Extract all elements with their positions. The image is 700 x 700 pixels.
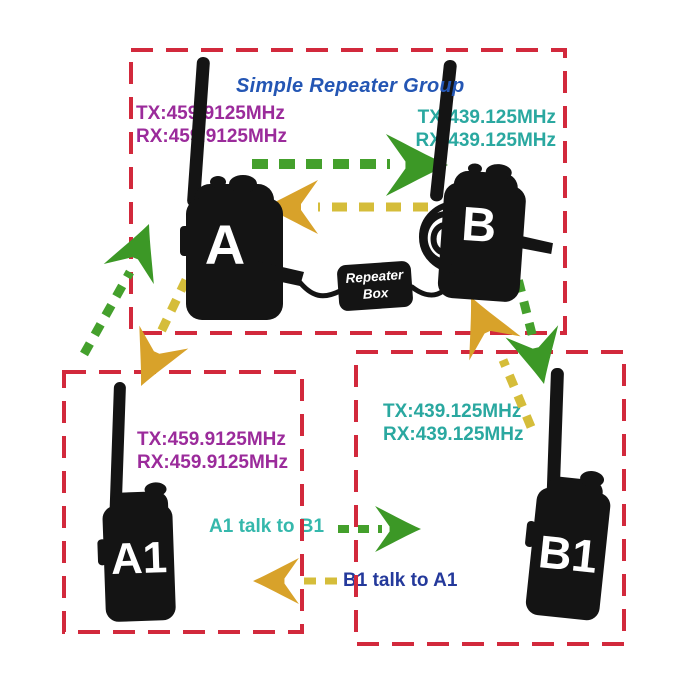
radio-a1-knob-icon	[144, 482, 167, 497]
radio-b-frequencies: TX:439.125MHz RX:439.125MHz	[398, 106, 556, 152]
radio-a1-tx-label: TX:459.9125MHz	[137, 429, 286, 450]
radio-b1-knob-icon	[580, 471, 605, 488]
arrow-b-to-a-yellow	[264, 180, 428, 234]
radio-b-letter: B	[459, 197, 499, 254]
radio-b-silhouette	[409, 59, 553, 302]
radio-b-tx-label: TX:439.125MHz	[417, 107, 556, 128]
radio-b-antenna-icon	[430, 59, 457, 202]
radio-a1-rx-label: RX:459.9125MHz	[137, 452, 289, 473]
radio-a-silhouette	[180, 56, 343, 320]
arrow-a-to-b-green	[252, 133, 448, 197]
radio-b1-antenna-icon	[546, 367, 564, 496]
radio-a-rx-label: RX:459.9125MHz	[136, 126, 288, 147]
radio-a1-letter: A1	[110, 533, 168, 584]
radio-a-antenna-icon	[187, 56, 210, 207]
a1-group-box	[62, 370, 304, 634]
diagram-title: Simple Repeater Group	[236, 75, 465, 97]
arrow-a-to-a1-yellow	[116, 278, 191, 398]
radio-b1-silhouette	[525, 367, 611, 621]
radio-b1-letter: B1	[536, 525, 600, 583]
repeater-box-label: Repeater Box	[337, 265, 413, 304]
radio-a1-frequencies: TX:459.9125MHz RX:459.9125MHz	[137, 428, 288, 474]
radio-a1-antenna-icon	[109, 381, 126, 514]
radio-b-side-stub	[518, 235, 553, 255]
arrow-b1-to-b-yellow	[445, 285, 536, 429]
radio-b1-frequencies: TX:439.125MHz RX:439.125MHz	[383, 400, 523, 446]
a1-talk-to-b1-label: A1 talk to B1	[209, 516, 325, 537]
cable-box-to-b	[409, 269, 455, 298]
radio-a-plug	[249, 260, 304, 286]
radio-b1-tx-label: TX:439.125MHz	[383, 401, 522, 422]
radio-a1-body	[102, 504, 176, 622]
arrow-a1-to-a-green	[80, 213, 175, 357]
arrow-b1-talk-yellow	[253, 558, 337, 604]
radio-a-frequencies: TX:459.9125MHz RX:459.9125MHz	[136, 102, 287, 148]
radio-a-letter: A	[204, 213, 246, 276]
radio-b1-rx-label: RX:439.125MHz	[383, 424, 524, 445]
radio-a-knob-icon	[229, 175, 257, 193]
radio-b1-body	[525, 487, 611, 621]
arrow-b-to-b1-green	[505, 257, 571, 391]
repeater-group-box	[129, 48, 567, 335]
radio-a-body	[186, 198, 283, 320]
repeater-box-icon	[337, 261, 413, 311]
radio-a-tx-label: TX:459.9125MHz	[136, 103, 285, 124]
radio-b-knob-icon	[485, 164, 512, 181]
cable-a-to-box	[295, 277, 343, 299]
arrow-a1-talk-green	[338, 506, 421, 552]
radio-b-body	[437, 182, 526, 302]
radio-b-rx-label: RX:439.125MHz	[415, 130, 556, 151]
b1-talk-to-a1-label: B1 talk to A1	[343, 570, 458, 591]
radio-a1-silhouette	[97, 381, 176, 622]
